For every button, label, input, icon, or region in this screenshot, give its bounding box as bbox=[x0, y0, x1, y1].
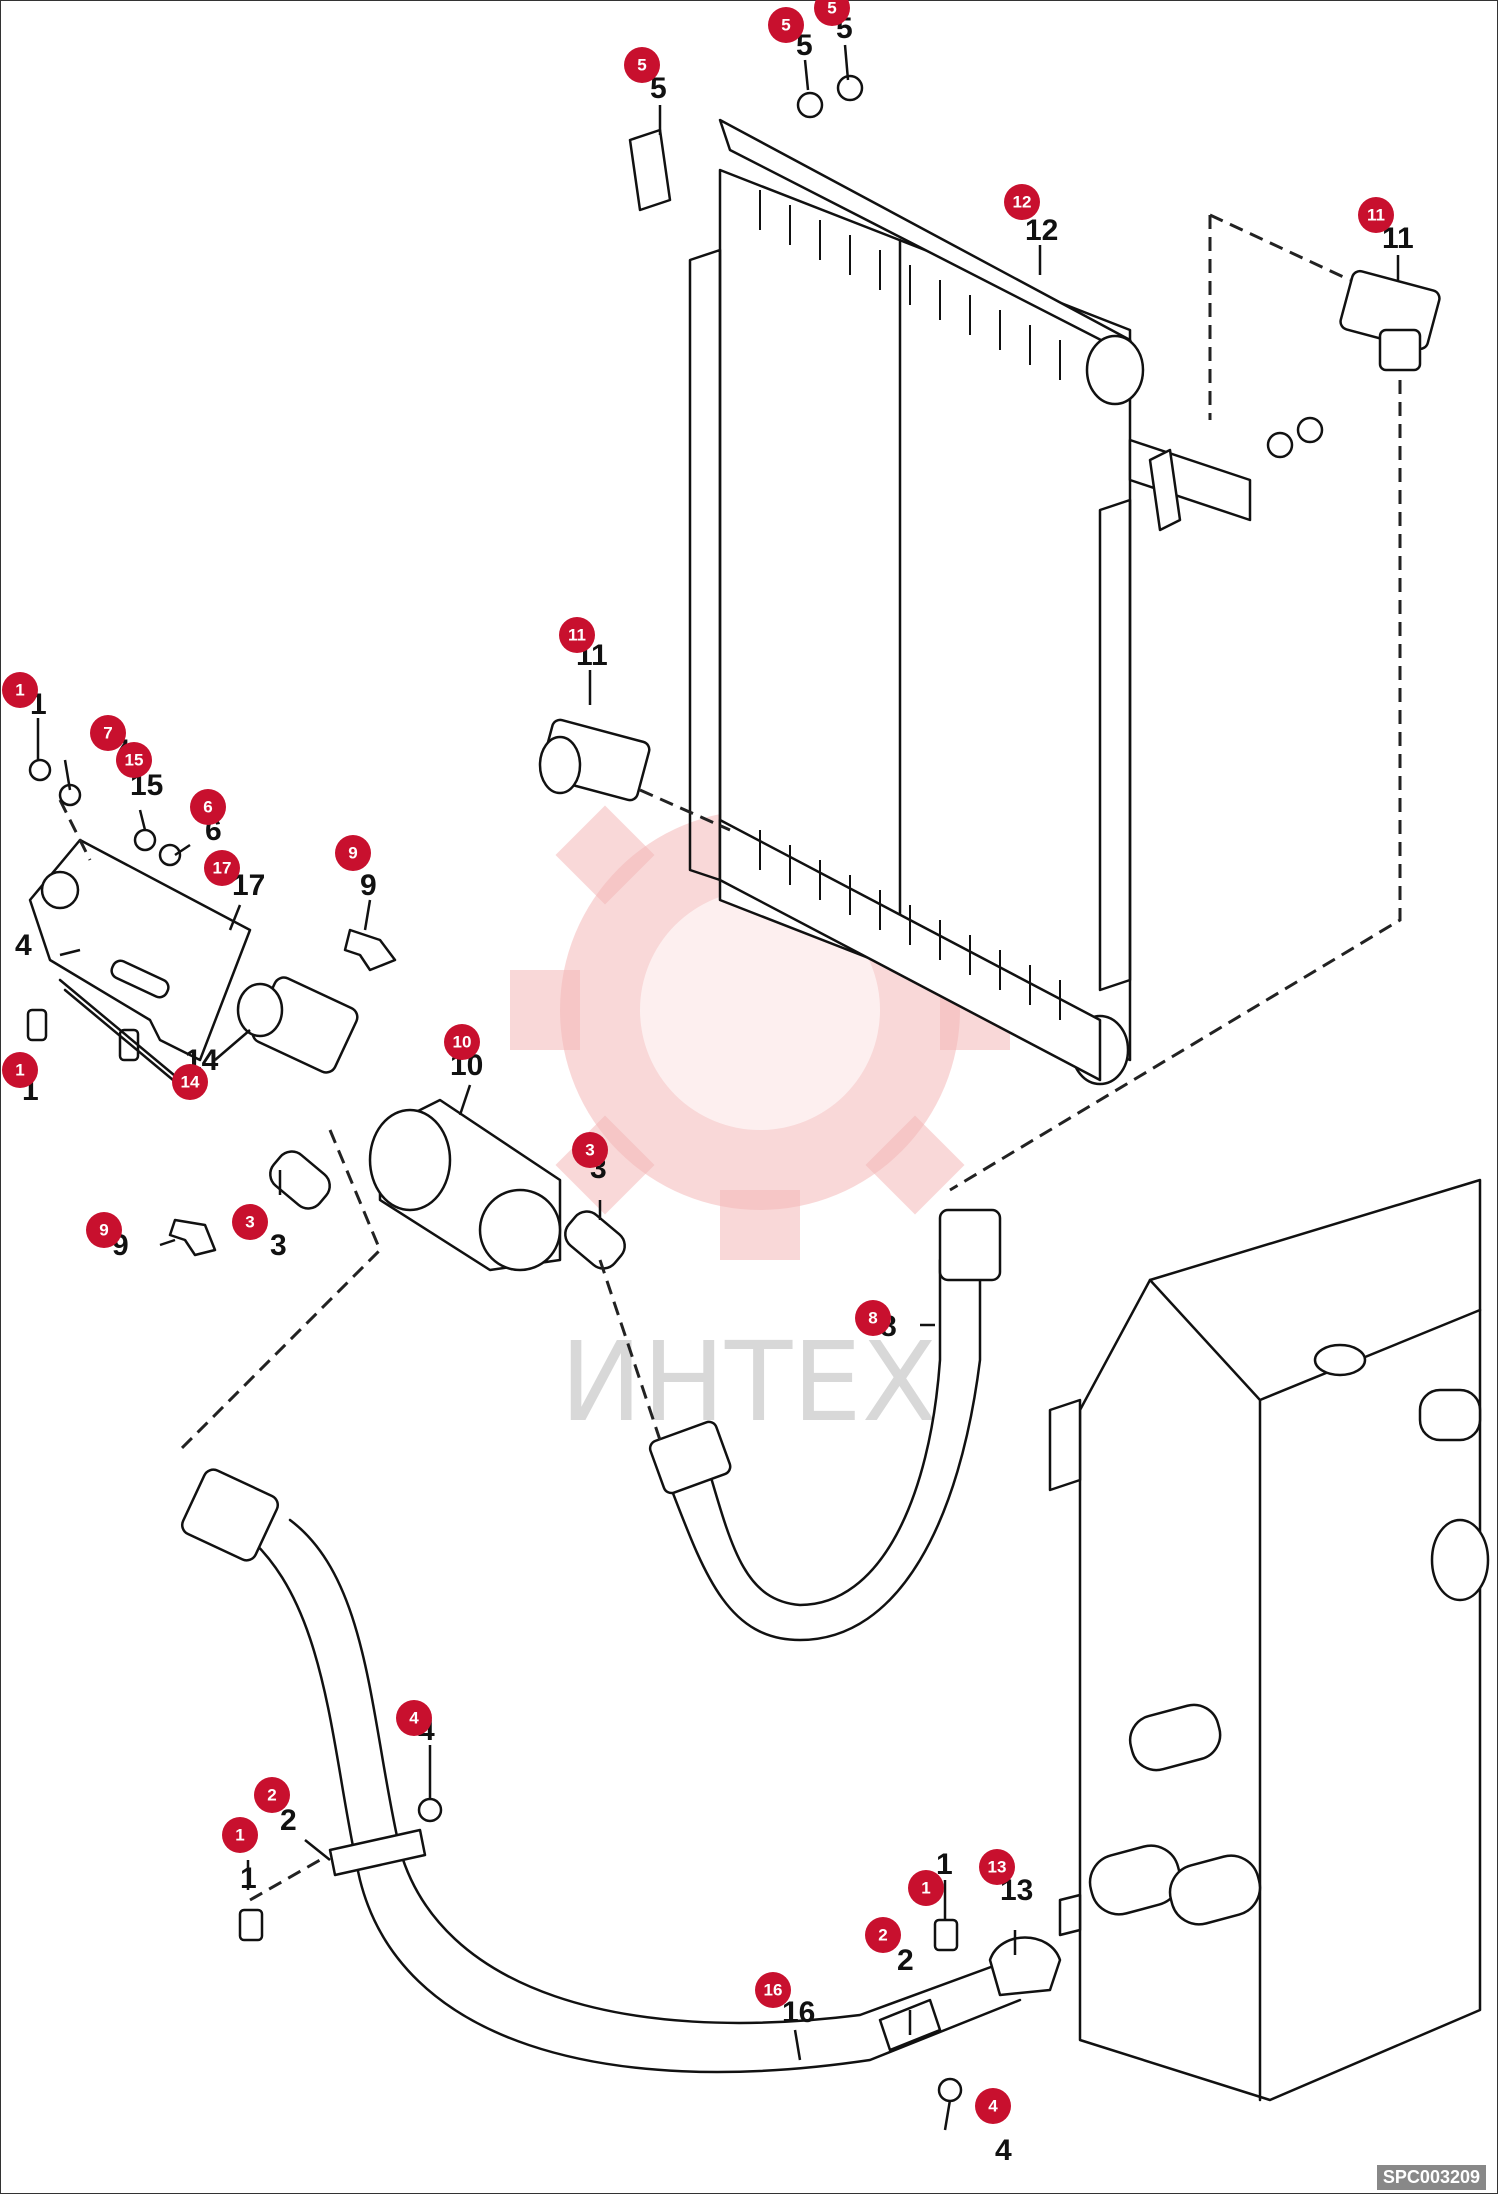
svg-text:6: 6 bbox=[203, 798, 212, 817]
part-badge: 3 bbox=[572, 1132, 608, 1168]
hose-8-outer bbox=[698, 1258, 942, 1607]
drawing-code: SPC003209 bbox=[1376, 2165, 1486, 2190]
svg-text:15: 15 bbox=[125, 751, 144, 770]
part-badge: 6 bbox=[190, 789, 226, 825]
svg-text:3: 3 bbox=[585, 1141, 594, 1160]
svg-text:2: 2 bbox=[878, 1926, 887, 1945]
svg-text:11: 11 bbox=[568, 626, 586, 645]
part-badge: 10 bbox=[444, 1024, 480, 1060]
hose-8 bbox=[658, 1258, 982, 1642]
part-badge: 13 bbox=[979, 1849, 1015, 1885]
svg-text:5: 5 bbox=[637, 56, 646, 75]
part-badge: 8 bbox=[855, 1300, 891, 1336]
elbow-9 bbox=[168, 928, 397, 1257]
svg-text:8: 8 bbox=[868, 1309, 877, 1328]
svg-text:17: 17 bbox=[213, 859, 232, 878]
svg-text:1: 1 bbox=[921, 1879, 930, 1898]
hose-16-outer bbox=[288, 1518, 1012, 2025]
leader-lines bbox=[28, 44, 1400, 2131]
part-number: 4 bbox=[995, 2134, 1012, 2167]
part-badge: 17 bbox=[204, 850, 240, 886]
svg-text:14: 14 bbox=[181, 1073, 200, 1092]
mounting-bracket bbox=[28, 838, 252, 1062]
svg-text:2: 2 bbox=[267, 1786, 276, 1805]
part-number: 16 bbox=[782, 1996, 815, 2029]
part-number: 5 bbox=[796, 29, 813, 62]
svg-text:1: 1 bbox=[15, 1061, 24, 1080]
part-badge: 3 bbox=[232, 1204, 268, 1240]
svg-text:1: 1 bbox=[15, 681, 24, 700]
part-number: 5 bbox=[650, 72, 667, 105]
part-number: 3 bbox=[270, 1229, 287, 1262]
part-badges: 1 1 1 1 2 2 3 3 4 4 5 5 5 6 7 8 9 9 10 1… bbox=[2, 0, 1394, 2124]
svg-text:9: 9 bbox=[348, 844, 357, 863]
svg-text:13: 13 bbox=[988, 1858, 1007, 1877]
hose-clamp-upper bbox=[328, 1828, 427, 1877]
part-number: 2 bbox=[897, 1944, 914, 1977]
part-badge: 5 bbox=[814, 0, 850, 26]
svg-text:12: 12 bbox=[1013, 193, 1032, 212]
part-badge: 1 bbox=[2, 672, 38, 708]
part-badge: 1 bbox=[908, 1870, 944, 1906]
clamp-13 bbox=[988, 1936, 1062, 1997]
part-badge: 1 bbox=[222, 1817, 258, 1853]
routing-lines bbox=[58, 213, 1402, 1902]
part-badge: 11 bbox=[559, 617, 595, 653]
part-badge: 9 bbox=[335, 835, 371, 871]
hardware bbox=[26, 74, 1324, 2103]
part-badge: 2 bbox=[865, 1917, 901, 1953]
svg-text:16: 16 bbox=[764, 1981, 783, 2000]
part-number: 1 bbox=[936, 1848, 953, 1881]
elbow-fitting-left bbox=[538, 718, 651, 802]
svg-text:4: 4 bbox=[409, 1709, 419, 1728]
part-number: 2 bbox=[280, 1804, 297, 1837]
svg-text:3: 3 bbox=[245, 1213, 254, 1232]
part-badge: 15 bbox=[116, 742, 152, 778]
filter-assembly bbox=[368, 1098, 562, 1272]
part-badge: 7 bbox=[90, 715, 126, 751]
hose-16 bbox=[238, 1528, 1022, 2074]
part-badge: 5 bbox=[768, 7, 804, 43]
part-badge: 4 bbox=[396, 1700, 432, 1736]
oil-cooler bbox=[628, 118, 1252, 1086]
svg-text:10: 10 bbox=[453, 1033, 472, 1052]
part-badge: 11 bbox=[1358, 197, 1394, 233]
part-badge: 9 bbox=[86, 1212, 122, 1248]
svg-text:5: 5 bbox=[827, 0, 836, 18]
part-number: 9 bbox=[360, 869, 377, 902]
svg-text:11: 11 bbox=[1367, 206, 1385, 225]
part-badge: 4 bbox=[975, 2088, 1011, 2124]
part-badge: 12 bbox=[1004, 184, 1040, 220]
part-badge: 14 bbox=[172, 1064, 208, 1100]
part-number: 1 bbox=[240, 1862, 257, 1895]
svg-text:5: 5 bbox=[781, 16, 790, 35]
fitting-3 bbox=[269, 1150, 626, 1270]
hydraulic-tank bbox=[1048, 1178, 1490, 2102]
part-badge: 2 bbox=[254, 1777, 290, 1813]
watermark-text: ИНТЕХ bbox=[560, 1318, 937, 1446]
part-badge: 16 bbox=[755, 1972, 791, 2008]
part-number: 4 bbox=[15, 929, 32, 962]
valve-assembly bbox=[236, 976, 359, 1074]
svg-text:9: 9 bbox=[99, 1221, 108, 1240]
svg-text:4: 4 bbox=[988, 2097, 998, 2116]
part-number: 12 bbox=[1025, 214, 1058, 247]
part-badge: 1 bbox=[2, 1052, 38, 1088]
part-badge: 5 bbox=[624, 47, 660, 83]
elbow-fitting-top bbox=[1339, 269, 1441, 372]
svg-text:7: 7 bbox=[103, 724, 112, 743]
svg-text:1: 1 bbox=[235, 1826, 244, 1845]
